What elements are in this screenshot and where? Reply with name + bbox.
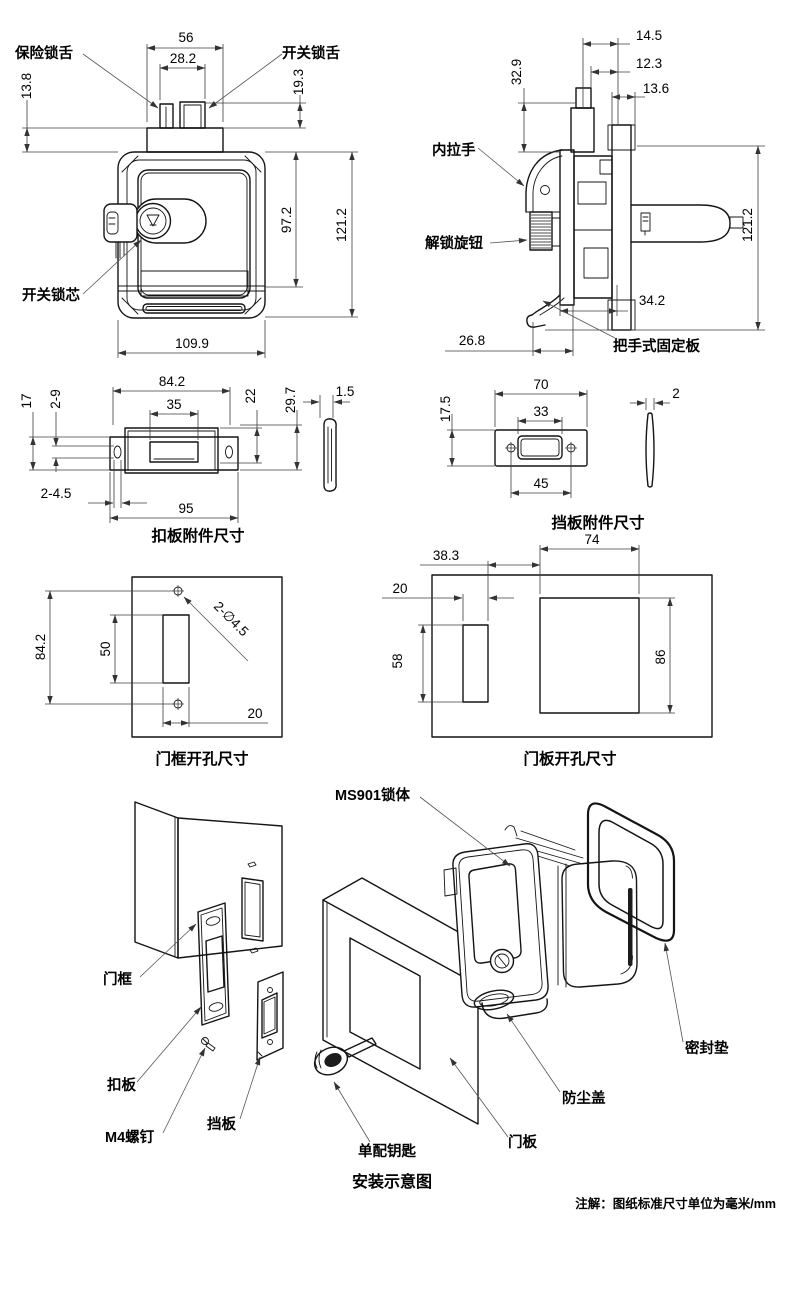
label-door-panel: 门板 [508, 1133, 537, 1151]
frame-hole-view: 84.2 50 2-∅4.5 20 门框开孔尺寸 [33, 576, 283, 768]
label-switch-cylinder: 开关锁芯 [22, 286, 80, 304]
dim-buckle-total-width: 95 [178, 501, 193, 516]
front-view: 56 28.2 13.8 19.3 97.2 121.2 109.9 [14, 30, 358, 358]
dim-baffle-plate-height: 17.5 [438, 396, 453, 422]
panel-hole-view: 74 38.3 20 58 86 门板开孔尺寸 [382, 532, 713, 768]
label-door-frame: 门框 [103, 970, 132, 988]
dim-side-depth1: 14.5 [636, 28, 662, 43]
label-unlock-knob: 解锁旋钮 [425, 234, 483, 252]
label-switch-bolt: 开关锁舌 [282, 44, 340, 62]
dim-frame-drill-holes: 2-∅4.5 [211, 598, 252, 639]
dim-buckle-ear-height: 17 [19, 393, 34, 408]
baffle-view-title: 挡板附件尺寸 [551, 513, 645, 532]
buckle-plate-dimensions: 84.2 35 17 2-9 22 29.7 1 [19, 374, 354, 523]
buckle-plate-drawing [109, 418, 337, 492]
dim-buckle-slot-height: 2-9 [48, 389, 63, 409]
dim-front-neck-width: 56 [178, 30, 193, 45]
dim-front-total-height: 121.2 [334, 208, 349, 242]
front-view-lock-drawing [103, 101, 266, 319]
dim-side-total-height: 121.2 [740, 208, 755, 242]
dim-front-bolt-height: 19.3 [291, 69, 306, 95]
unit-note: 注解：图纸标准尺寸单位为毫米/mm [575, 1196, 776, 1211]
dim-panel-small-width: 20 [392, 581, 407, 596]
dim-front-total-width: 109.9 [175, 336, 209, 351]
dim-front-left-step: 13.8 [19, 73, 34, 99]
dim-front-body-height: 97.2 [279, 207, 294, 233]
label-baffle: 挡板 [207, 1115, 236, 1133]
frame-hole-title: 门框开孔尺寸 [155, 749, 249, 768]
label-m4-screw: M4螺钉 [105, 1128, 155, 1146]
label-strike-plate: 扣板 [107, 1076, 136, 1094]
m4-screw-part [201, 1037, 216, 1052]
dim-baffle-hole-span: 45 [533, 476, 548, 491]
installation-view: MS901锁体 门框 扣板 M4螺钉 挡板 单配钥匙 门板 防尘盖 密封垫 安装… [103, 786, 729, 1191]
installation-labels: MS901锁体 门框 扣板 M4螺钉 挡板 单配钥匙 门板 防尘盖 密封垫 [103, 786, 729, 1160]
panel-hole-dimensions: 74 38.3 20 58 86 [382, 532, 675, 714]
baffle-plate-drawing [494, 412, 655, 488]
dim-panel-small-height: 58 [390, 653, 405, 668]
dim-baffle-plate-width: 70 [533, 377, 548, 392]
dim-baffle-window-width: 33 [533, 404, 548, 419]
side-view-dimensions: 14.5 12.3 13.6 32.9 121.2 34.2 26.8 [445, 28, 765, 356]
dim-baffle-thickness: 2 [672, 386, 680, 401]
label-dust-cover: 防尘盖 [562, 1089, 606, 1107]
panel-hole-title: 门板开孔尺寸 [523, 749, 617, 768]
dim-buckle-plate-height: 22 [243, 388, 258, 403]
dim-buckle-thickness: 1.5 [336, 384, 355, 399]
strike-plate-part [197, 902, 230, 1026]
label-fixing-plate: 把手式固定板 [613, 337, 700, 355]
dim-frame-slot-height: 50 [98, 641, 113, 656]
dim-side-foot-offset: 26.8 [459, 333, 485, 348]
label-inner-handle: 内拉手 [432, 141, 476, 159]
dim-side-depth3: 13.6 [643, 81, 669, 96]
dim-side-depth2: 12.3 [636, 56, 662, 71]
buckle-plate-view: 84.2 35 17 2-9 22 29.7 1 [19, 374, 354, 545]
frame-hole-dimensions: 84.2 50 2-∅4.5 20 [33, 590, 268, 727]
label-lock-body: MS901锁体 [335, 786, 410, 804]
dim-side-lower-depth: 34.2 [639, 293, 665, 308]
baffle-part [256, 971, 284, 1061]
side-view-lock-drawing [525, 87, 744, 331]
baffle-plate-view: 70 33 17.5 45 2 挡板附件尺寸 [438, 377, 680, 532]
dim-frame-hole-span: 84.2 [33, 634, 48, 660]
dim-side-top-offset: 32.9 [509, 59, 524, 85]
front-view-labels: 保险锁舌 开关锁舌 开关锁芯 [14, 44, 340, 304]
panel-hole-drawing [431, 574, 713, 738]
key-part [313, 1037, 377, 1076]
side-view: 14.5 12.3 13.6 32.9 121.2 34.2 26.8 [425, 28, 765, 356]
baffle-plate-dimensions: 70 33 17.5 45 2 [438, 377, 680, 498]
side-view-labels: 内拉手 解锁旋钮 把手式固定板 [425, 141, 700, 355]
dim-buckle-window-width: 35 [166, 397, 181, 412]
door-frame-part [134, 801, 283, 959]
label-safety-bolt: 保险锁舌 [14, 44, 73, 62]
dim-front-bolt-span: 28.2 [170, 51, 196, 66]
label-gasket: 密封垫 [685, 1039, 729, 1057]
lock-body-part [443, 825, 638, 1020]
dim-panel-gap: 38.3 [433, 548, 459, 563]
installation-title: 安装示意图 [352, 1172, 432, 1191]
dim-frame-slot-width: 20 [247, 706, 262, 721]
label-key: 单配钥匙 [358, 1142, 416, 1160]
gasket-part [586, 802, 676, 942]
buckle-view-title: 扣板附件尺寸 [151, 526, 245, 545]
dim-buckle-total-height: 29.7 [283, 387, 298, 413]
dim-buckle-plate-width: 84.2 [159, 374, 185, 389]
dim-panel-big-width: 74 [584, 532, 600, 547]
frame-hole-drawing [131, 576, 283, 738]
front-view-dimensions: 56 28.2 13.8 19.3 97.2 121.2 109.9 [19, 30, 358, 358]
dim-buckle-holes: 2-4.5 [41, 486, 72, 501]
dim-panel-big-height: 86 [653, 649, 668, 664]
